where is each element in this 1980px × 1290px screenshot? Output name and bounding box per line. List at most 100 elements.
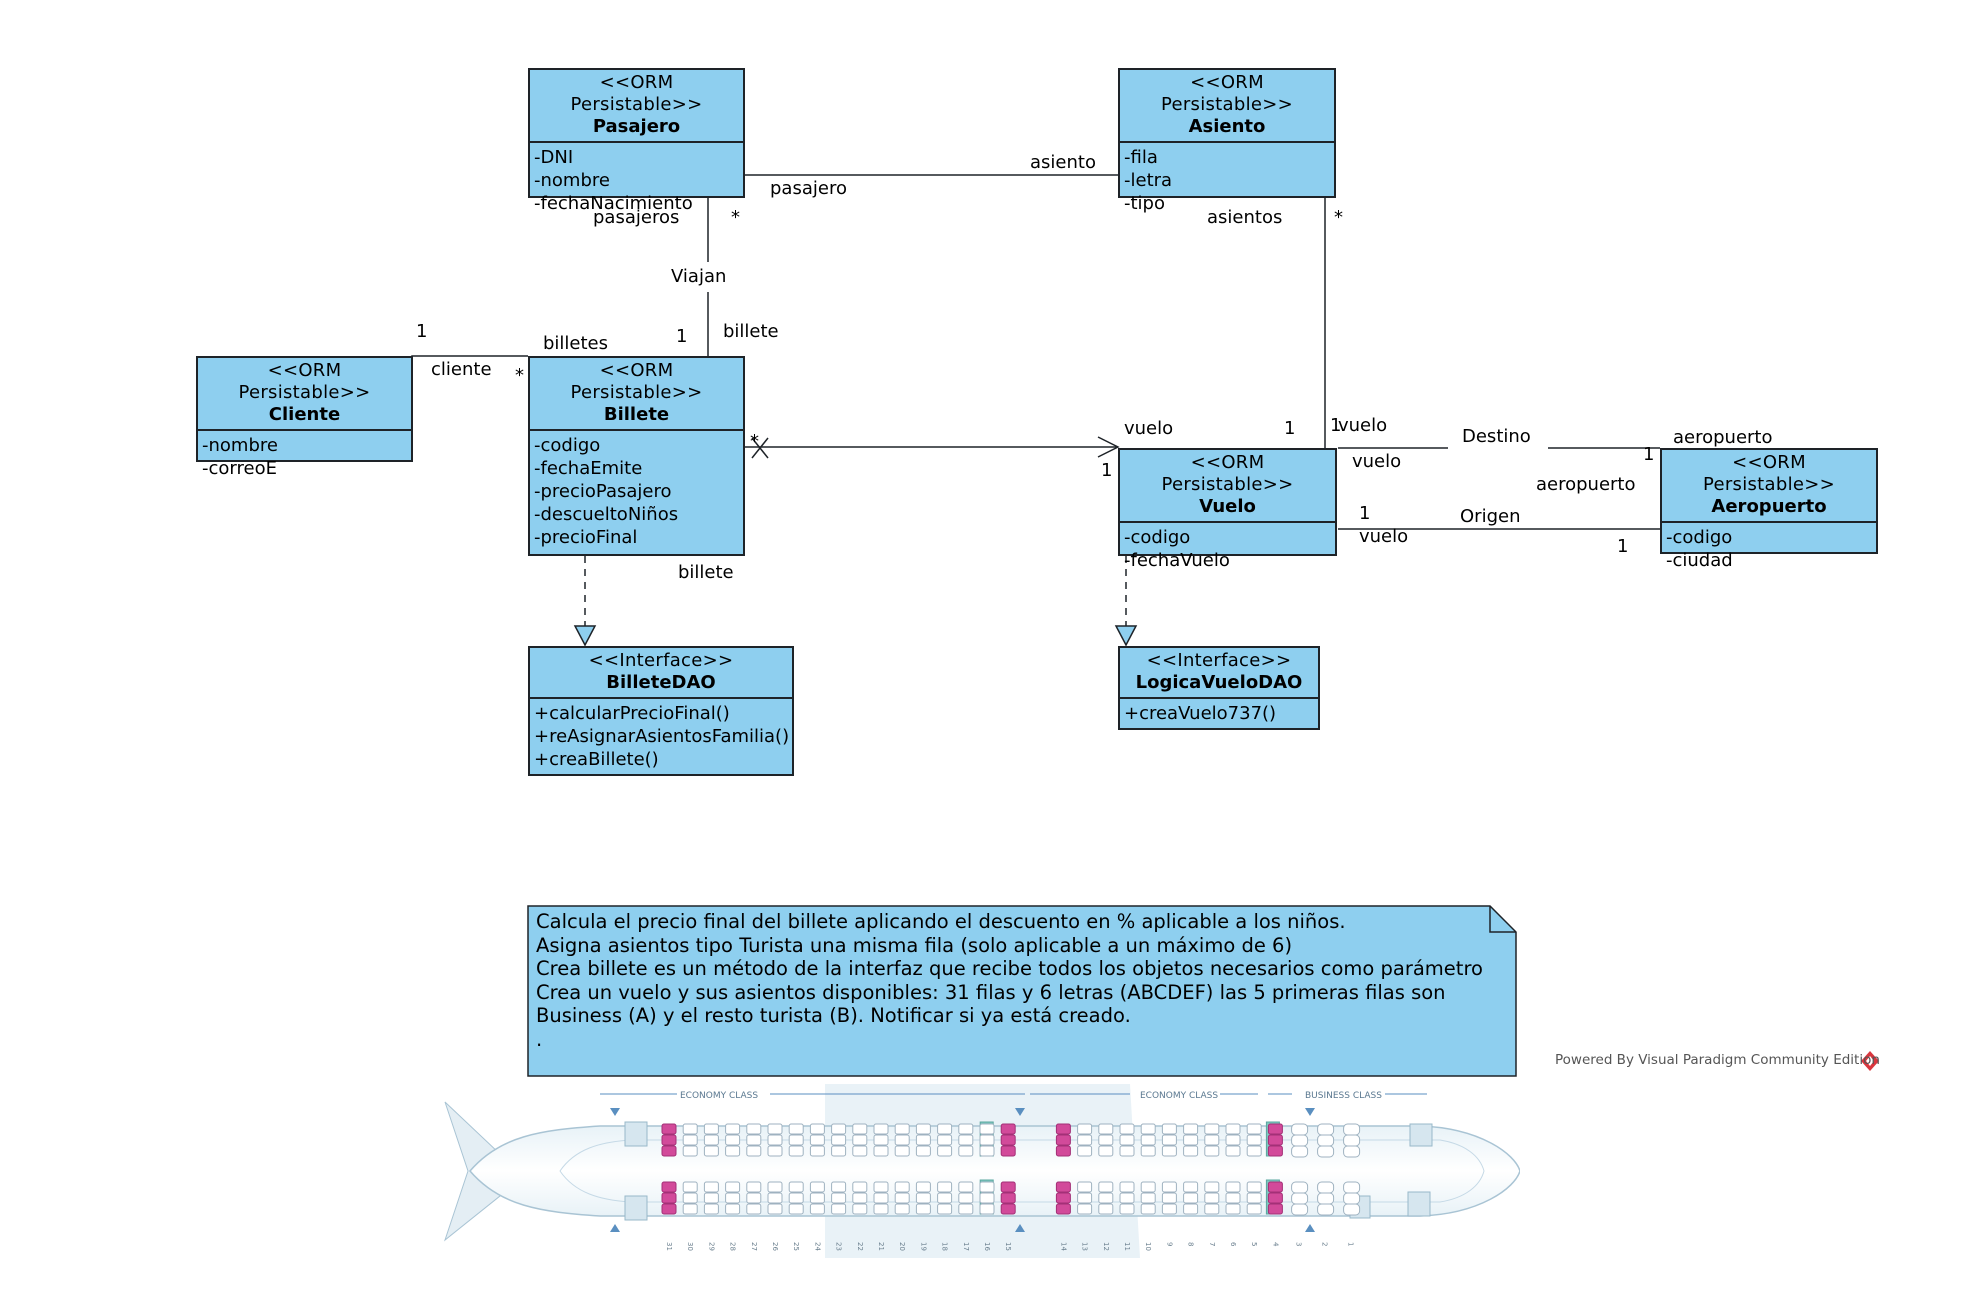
seat [1267, 1123, 1283, 1135]
powered-by-label: Powered By Visual Paradigm Community Edi… [1555, 1052, 1880, 1068]
seat [852, 1181, 868, 1193]
seat [1140, 1123, 1156, 1135]
economy-class-label: ECONOMY CLASS [680, 1091, 758, 1101]
interface-logica-vuelo-dao[interactable]: <<Interface>> LogicaVueloDAO +creaVuelo7… [1118, 646, 1320, 730]
role-label-aeropuerto-destino: aeropuerto [1673, 427, 1773, 448]
role-label-vuelo-origen: vuelo [1359, 526, 1409, 547]
attribute: -fila [1124, 147, 1158, 168]
operation: +calcularPrecioFinal() [534, 703, 730, 724]
row-number: 9 [1165, 1242, 1173, 1246]
seat [1055, 1145, 1071, 1157]
seat [809, 1134, 825, 1146]
class-asiento[interactable]: <<ORM Persistable>> Asiento -fila -letra… [1118, 68, 1336, 214]
seat [1225, 1203, 1241, 1215]
realization-triangle [1114, 625, 1138, 647]
seat [1140, 1203, 1156, 1215]
seat [915, 1203, 931, 1215]
seat [873, 1134, 889, 1146]
seat [1204, 1134, 1220, 1146]
seat [1317, 1123, 1335, 1136]
seat [894, 1134, 910, 1146]
attribute: -codigo [1124, 527, 1191, 548]
class-pasajero[interactable]: <<ORM Persistable>> Pasajero -DNI -nombr… [528, 68, 745, 214]
attribute: -precioFinal [534, 527, 638, 548]
seat [1183, 1145, 1199, 1157]
seat [831, 1181, 847, 1193]
class-aeropuerto[interactable]: <<ORM Persistable>> Aeropuerto -codigo -… [1660, 448, 1878, 571]
seat [746, 1134, 762, 1146]
seat [1119, 1123, 1135, 1135]
operation-list: +calcularPrecioFinal() +reAsignarAsiento… [530, 699, 792, 774]
seat [873, 1123, 889, 1135]
row-number: 7 [1208, 1242, 1216, 1246]
attribute: -descueltoNiños [534, 504, 679, 525]
seat [703, 1181, 719, 1193]
seat [1098, 1145, 1114, 1157]
attribute-list: -DNI -nombre -fechaNacimiento [530, 143, 743, 218]
row-number: 28 [729, 1242, 737, 1251]
row-number: 11 [1123, 1242, 1131, 1251]
seat [1183, 1123, 1199, 1135]
association-cliente-billete [411, 355, 528, 358]
seat [703, 1192, 719, 1204]
seat [1343, 1192, 1361, 1205]
seat [767, 1134, 783, 1146]
class-name: Asiento [1188, 116, 1266, 137]
seat [661, 1145, 677, 1157]
class-cliente[interactable]: <<ORM Persistable>> Cliente -nombre -cor… [196, 356, 413, 479]
seat [1317, 1134, 1335, 1147]
seat [979, 1192, 995, 1204]
interface-billete-dao[interactable]: <<Interface>> BilleteDAO +calcularPrecio… [528, 646, 794, 776]
door-marker [1015, 1108, 1025, 1116]
role-label-cliente: cliente [431, 359, 492, 380]
seat [1183, 1192, 1199, 1204]
seat [1267, 1181, 1283, 1193]
row-number: 19 [919, 1242, 927, 1251]
seat [661, 1181, 677, 1193]
seat [1267, 1203, 1283, 1215]
seat [1317, 1203, 1335, 1216]
seat [1140, 1192, 1156, 1204]
seat [1343, 1181, 1361, 1194]
row-number: 30 [686, 1242, 694, 1251]
row-number: 21 [877, 1242, 885, 1251]
class-vuelo[interactable]: <<ORM Persistable>> Vuelo -codigo -fecha… [1118, 448, 1337, 571]
seat [1267, 1192, 1283, 1204]
seat [1055, 1181, 1071, 1193]
role-label-vuelo-nav: vuelo [1124, 418, 1174, 439]
seat [873, 1203, 889, 1215]
seat [894, 1192, 910, 1204]
seat [746, 1203, 762, 1215]
class-billete[interactable]: <<ORM Persistable>> Billete -codigo -fec… [528, 356, 745, 556]
attribute: -codigo [1666, 527, 1733, 548]
seat [915, 1123, 931, 1135]
seat [788, 1181, 804, 1193]
seat [1161, 1145, 1177, 1157]
seat [788, 1123, 804, 1135]
seat [725, 1134, 741, 1146]
seat [788, 1145, 804, 1157]
business-class-label: BUSINESS CLASS [1305, 1091, 1382, 1101]
seat [682, 1203, 698, 1215]
seat [894, 1203, 910, 1215]
stereotype: <<ORM Persistable>> [1702, 452, 1836, 495]
realization-triangle [573, 625, 597, 647]
attribute: -fechaVuelo [1124, 550, 1230, 571]
row-number: 20 [898, 1242, 906, 1251]
seat [725, 1181, 741, 1193]
seat [1343, 1145, 1361, 1158]
seat [1161, 1134, 1177, 1146]
multiplicity-vuelo-origen: 1 [1359, 503, 1371, 524]
class-name: Pasajero [592, 116, 681, 137]
seat [1246, 1123, 1262, 1135]
seat [767, 1192, 783, 1204]
class-name: Vuelo [1199, 496, 1256, 517]
note-line: . [536, 1027, 543, 1051]
row-number: 29 [707, 1242, 715, 1251]
seat [915, 1181, 931, 1193]
stereotype: <<ORM Persistable>> [238, 360, 371, 403]
operation-list: +creaVuelo737() [1120, 699, 1318, 728]
seat [1225, 1192, 1241, 1204]
seat [725, 1123, 741, 1135]
seat [661, 1134, 677, 1146]
